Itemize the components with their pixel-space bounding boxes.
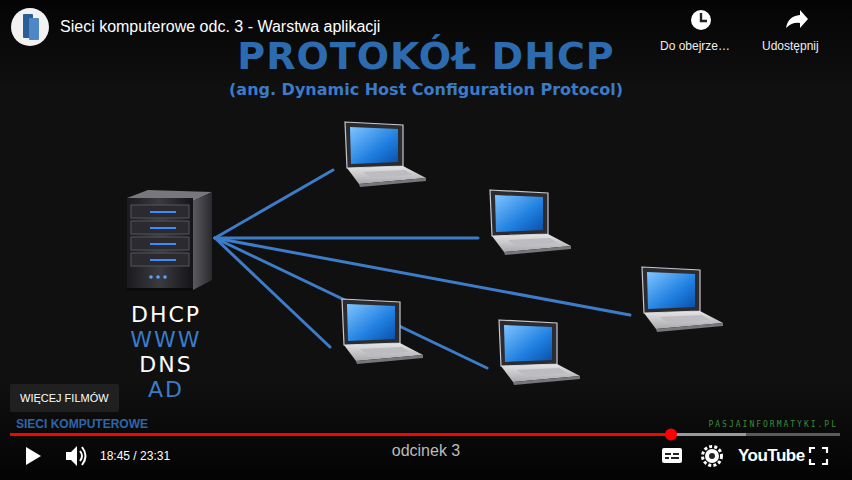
laptop-illustration: [487, 318, 582, 386]
laptop-illustration: [630, 265, 725, 333]
watermark: PASJAINFORMATYKI.PL: [708, 420, 838, 429]
laptop-node: [333, 120, 428, 188]
service-label: DNS: [117, 352, 215, 377]
share-text: Udostępnij: [762, 39, 819, 53]
laptop-illustration: [333, 120, 428, 188]
fullscreen-icon: [810, 448, 827, 464]
more-videos-button: WIĘCEJ FILMÓW: [10, 384, 119, 412]
laptop-illustration: [478, 188, 573, 256]
watch-later-text: Do obejrze…: [660, 39, 730, 53]
network-link: [215, 238, 630, 315]
network-link: [215, 237, 478, 240]
settings-icon: [703, 447, 722, 466]
laptop-node: [487, 318, 582, 386]
service-label: AD: [117, 377, 215, 402]
network-link: [215, 170, 333, 238]
laptop-node: [330, 297, 425, 365]
subtitle: (ang. Dynamic Host Configuration Protoco…: [0, 80, 852, 99]
channel-avatar: [11, 8, 49, 46]
laptop-illustration: [330, 297, 425, 365]
bottom-shade: [0, 380, 852, 480]
server-illustration: [127, 190, 212, 291]
network-link: [215, 238, 330, 347]
time-display: 18:45 / 23:31: [100, 449, 170, 463]
clock-icon: [691, 10, 711, 30]
youtube-logo: YouTube: [738, 446, 805, 466]
laptop-node: [478, 188, 573, 256]
video-title: Sieci komputerowe odc. 3 - Warstwa aplik…: [60, 18, 380, 36]
laptop-node: [630, 265, 725, 333]
server-node: DHCPWWWDNSAD: [117, 190, 215, 402]
service-label: DHCP: [117, 302, 215, 327]
play-icon: [26, 447, 41, 465]
share-icon: [786, 10, 808, 28]
top-shade: [0, 0, 852, 90]
service-label: WWW: [117, 327, 215, 352]
network-link: [215, 238, 487, 368]
series-name: SIECI KOMPUTEROWE: [16, 417, 148, 431]
subtitles-icon: [662, 448, 682, 463]
volume-icon: [66, 446, 86, 466]
